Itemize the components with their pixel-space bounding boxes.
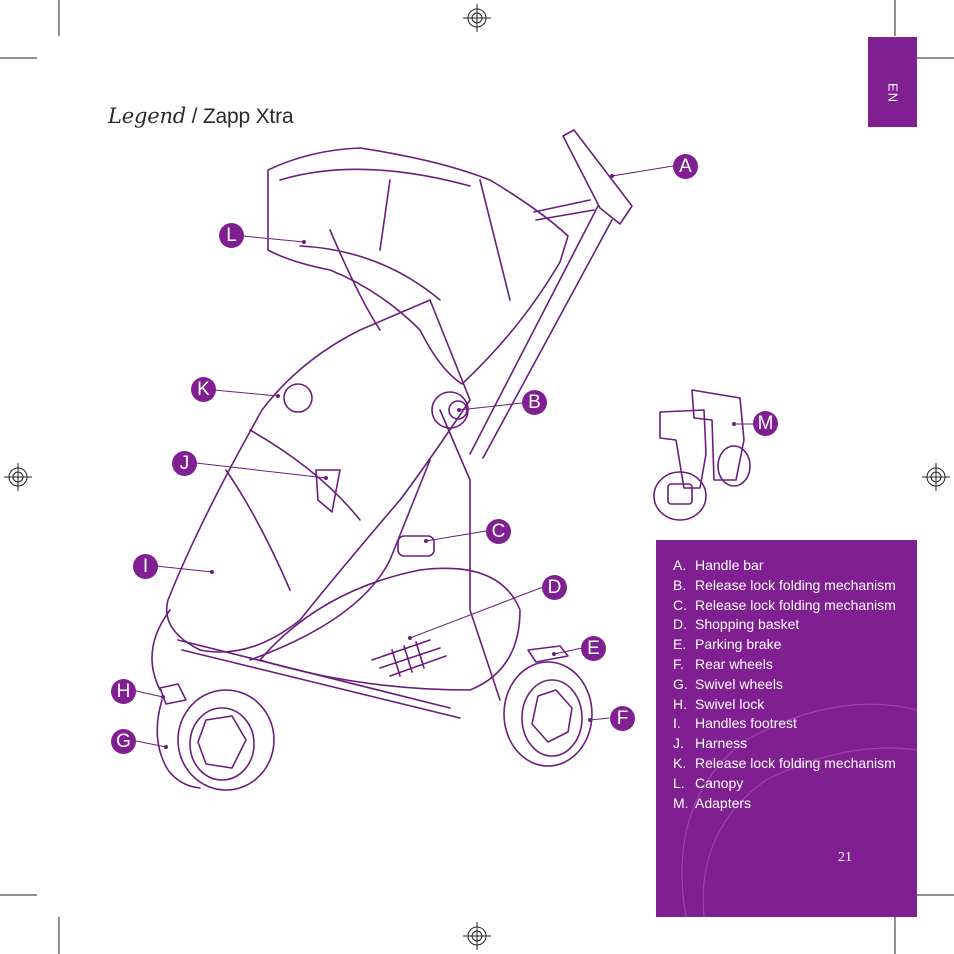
list-item: L.Canopy (673, 774, 744, 791)
canopy (267, 147, 569, 385)
parking-brake (527, 645, 569, 663)
harness (315, 469, 341, 513)
callout-i: I (133, 554, 158, 579)
list-item: G.Swivel wheels (673, 675, 783, 692)
list-item: E.Parking brake (673, 636, 782, 653)
model-name: Zapp Xtra (202, 105, 294, 128)
callout-d: D (542, 575, 567, 600)
callout-g: G (111, 729, 136, 754)
callout-k: K (191, 377, 216, 402)
callout-b: B (522, 390, 547, 415)
shopping-basket (259, 567, 521, 691)
callout-e: E (581, 636, 606, 661)
page-number: 21 (838, 850, 852, 865)
page-title: Legend / Zapp Xtra (108, 104, 294, 129)
callout-c: C (486, 519, 511, 544)
release-lock-b (431, 391, 469, 429)
handle-bar (562, 129, 633, 225)
leader-lines (135, 165, 754, 748)
title-separator: / (186, 105, 203, 128)
list-item: M.Adapters (673, 794, 752, 811)
registration-mark-right (922, 463, 950, 491)
callout-j: J (172, 451, 197, 476)
rear-wheel (503, 661, 593, 767)
swivel-lock (159, 683, 187, 705)
callout-h: H (111, 679, 136, 704)
legend-decoration (681, 703, 917, 917)
seat (166, 299, 471, 653)
list-item: I.Handles footrest (673, 715, 797, 732)
list-item: B.Release lock folding mechanism (673, 576, 896, 593)
language-tab: EN (868, 37, 917, 127)
parts-legend: A.Handle bar B.Release lock folding mech… (656, 540, 917, 917)
registration-mark-left (4, 463, 32, 491)
brand-logo: Legend (108, 104, 187, 128)
release-lock-k (283, 383, 313, 413)
release-lock-c (397, 535, 435, 557)
list-item: C.Release lock folding mechanism (673, 596, 896, 613)
parts-list: A.Handle bar B.Release lock folding mech… (673, 556, 896, 813)
callout-m: M (753, 411, 778, 436)
swivel-wheel (156, 689, 275, 791)
list-item: F.Rear wheels (673, 655, 773, 672)
list-item: H.Swivel lock (673, 695, 765, 712)
list-item: A.Handle bar (673, 557, 764, 573)
callout-l: L (219, 223, 244, 248)
registration-mark-top (463, 4, 491, 32)
list-item: J.Harness (673, 735, 748, 752)
list-item: D.Shopping basket (673, 616, 800, 633)
adapters-illustration (653, 389, 751, 521)
list-item: K.Release lock folding mechanism (673, 754, 896, 771)
callout-a: A (673, 154, 698, 179)
registration-mark-bottom (463, 922, 491, 950)
callout-f: F (610, 706, 635, 731)
